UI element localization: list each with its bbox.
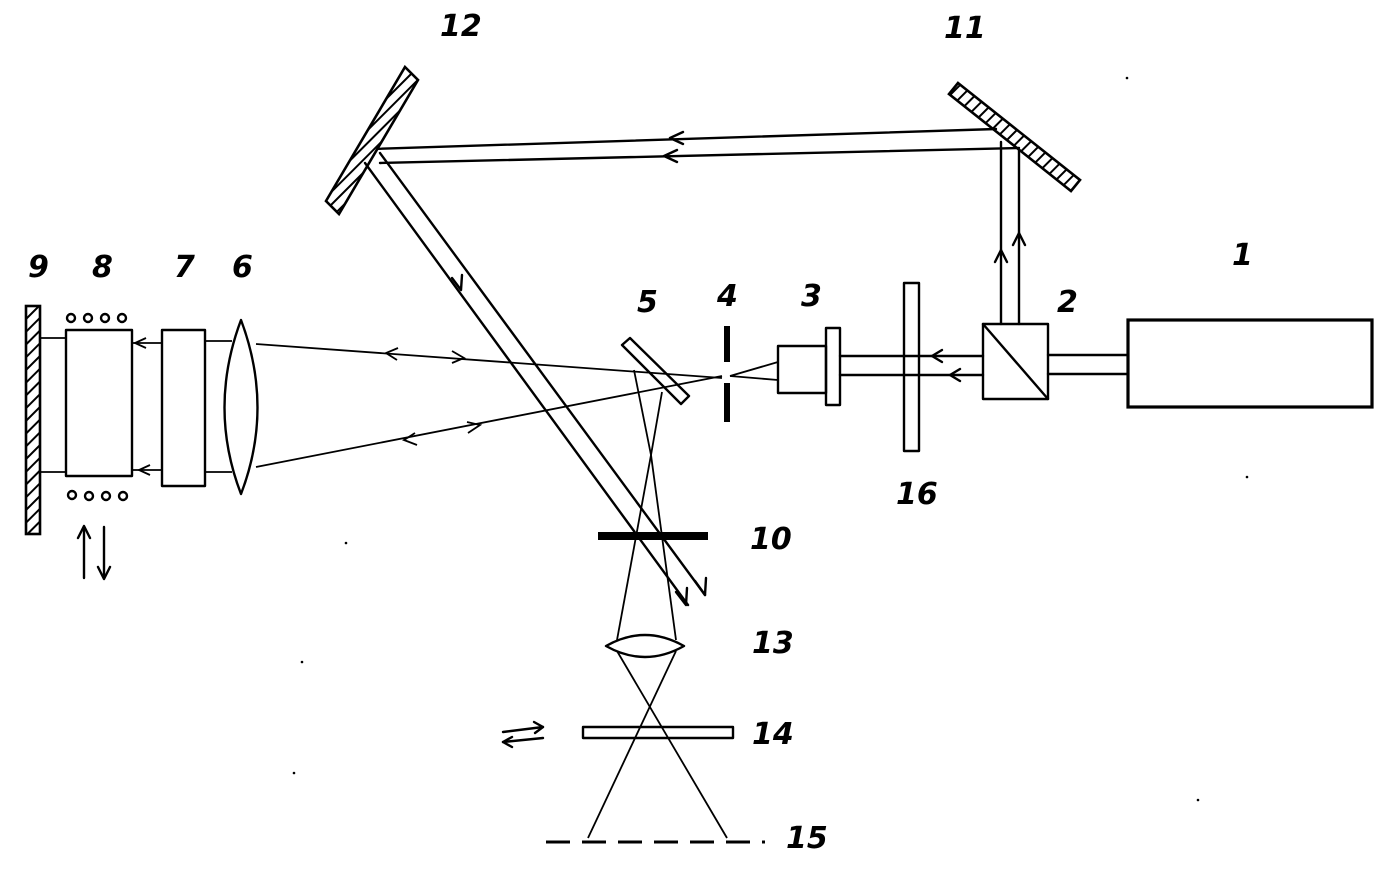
arrow-ray-upper-2 — [451, 350, 467, 364]
beam-splitter-cube — [981, 322, 1050, 401]
label-12: 12 — [440, 9, 482, 44]
label-16: 16 — [896, 477, 938, 512]
lens-6 — [223, 318, 259, 496]
label-5: 5 — [637, 285, 658, 320]
plate-14 — [581, 725, 735, 740]
mirror-11 — [947, 81, 1082, 193]
label-7: 7 — [174, 250, 195, 285]
label-11: 11 — [944, 11, 986, 46]
splitter-plate-5 — [620, 336, 691, 406]
label-4: 4 — [716, 279, 738, 314]
arrow-ray-lower-1 — [402, 432, 418, 446]
ray-upper-4-to-6 — [255, 343, 723, 379]
cone-top — [729, 361, 779, 377]
label-13: 13 — [752, 626, 794, 661]
beam-12-down-right — [378, 151, 707, 597]
arrow-beam-left-1 — [930, 348, 944, 364]
arrow-7-8-bottom — [136, 464, 151, 476]
label-9: 9 — [28, 250, 49, 285]
coil-turns-top — [65, 312, 128, 324]
arrow-beam-11-12-2 — [662, 148, 679, 164]
filter-10 — [598, 532, 708, 540]
arrow-ray-upper-1 — [384, 347, 399, 361]
label-1: 1 — [1232, 238, 1253, 273]
arrow-beam-12-1 — [450, 273, 464, 292]
lens-13 — [604, 633, 686, 659]
arrow-beam-12-2 — [674, 586, 689, 607]
plate-16 — [902, 281, 921, 453]
ray-5-down-c — [616, 454, 652, 641]
arrow-beam-up-1 — [993, 248, 1009, 264]
label-10: 10 — [750, 522, 792, 557]
label-15: 15 — [786, 821, 828, 856]
mirror-12 — [324, 64, 420, 217]
arrow-beam-left-2 — [948, 367, 962, 383]
label-3: 3 — [801, 279, 822, 314]
coil-turns-bottom — [66, 489, 129, 502]
ray-5-down-b — [650, 391, 663, 456]
label-6: 6 — [232, 250, 253, 285]
cone-bottom — [729, 375, 779, 381]
beam-11-12-top — [370, 127, 998, 151]
cell-8 — [64, 328, 134, 478]
arrow-7-8-top — [132, 337, 147, 349]
mirror-9 — [24, 304, 42, 536]
laser-source — [1126, 318, 1374, 409]
microobjective-3 — [776, 326, 842, 407]
beam-11-12-bottom — [378, 146, 1021, 165]
label-8: 8 — [92, 250, 113, 285]
ray-13-15-a — [616, 650, 728, 839]
arrow-beam-12-3 — [693, 576, 708, 597]
arrow-beam-11-12-1 — [668, 130, 685, 146]
label-2: 2 — [1057, 285, 1078, 320]
arrow-beam-up-2 — [1011, 231, 1027, 247]
shift-arrows-14 — [501, 720, 545, 749]
ray-lower-4-to-6 — [255, 375, 723, 468]
ray-5-down-a — [633, 369, 652, 456]
field-arrows-8 — [76, 524, 112, 581]
arrow-ray-lower-2 — [466, 421, 483, 434]
label-14: 14 — [752, 717, 794, 752]
element-7 — [160, 328, 207, 488]
ray-13-15-b — [587, 650, 677, 839]
ray-5-down-d — [650, 454, 677, 641]
beam-12-down-left — [363, 161, 690, 607]
